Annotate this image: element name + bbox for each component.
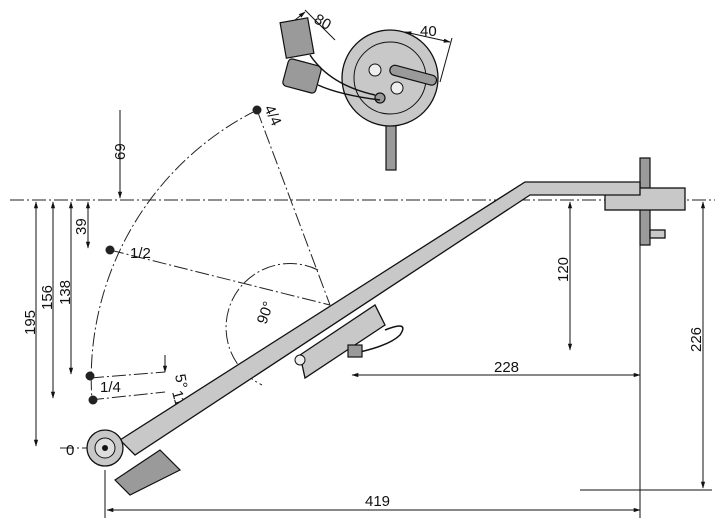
half-radius-line [109, 249, 331, 306]
sender-top-view [279, 9, 453, 171]
label-empty: 0 [66, 442, 74, 459]
quarter-line [89, 371, 166, 379]
label-156: 156 [39, 285, 56, 310]
float-swing-arc [90, 109, 258, 401]
label-half: 1/2 [130, 245, 151, 262]
label-quarter: 1/4 [100, 379, 121, 396]
float-point-quarter [85, 371, 95, 381]
float-point-half [105, 245, 115, 255]
label-419: 419 [365, 493, 390, 510]
label-90deg: 90° [254, 299, 278, 326]
label-195: 195 [22, 310, 39, 335]
label-5deg: 5° [171, 373, 190, 390]
label-138: 138 [57, 280, 74, 305]
label-228: 228 [494, 359, 519, 376]
label-full: 4/4 [260, 103, 284, 129]
sender-side-view [86, 157, 686, 496]
label-69: 69 [112, 143, 129, 160]
float-point-full [252, 105, 262, 115]
label-226: 226 [688, 327, 705, 352]
label-120: 120 [555, 257, 572, 282]
reserve-line [89, 391, 166, 401]
label-80: 80 [311, 11, 334, 34]
full-radius-line [256, 109, 331, 306]
float-point-reserve [88, 395, 98, 405]
label-39: 39 [73, 218, 90, 235]
